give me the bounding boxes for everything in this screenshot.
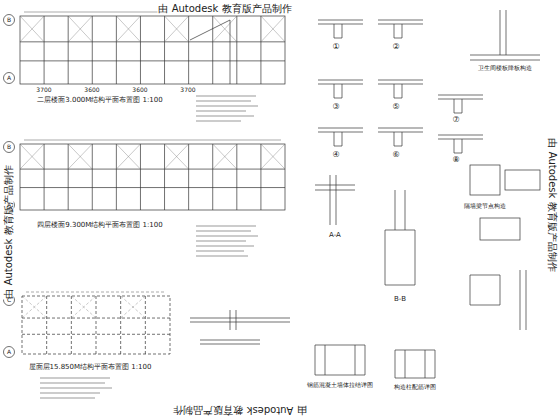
- detail-title: 钢筋混凝土墙体拉结详图: [306, 382, 374, 389]
- axis-label: A: [6, 202, 12, 209]
- callout-number: ⑤: [391, 103, 400, 112]
- detail-title: 卫生间楼板降板构造: [477, 65, 533, 72]
- axis-bubble: [4, 73, 15, 84]
- watermark: 由 Autodesk 教育版产品制作: [547, 137, 558, 272]
- dimension: 3600: [83, 87, 100, 94]
- dimension: 3600: [131, 87, 148, 94]
- callout-number: ②: [391, 43, 400, 52]
- axis-bubble: [4, 15, 15, 26]
- callout-number: ⑧: [451, 156, 460, 165]
- axis-label: B: [6, 144, 12, 151]
- callout-number: ①: [331, 43, 340, 52]
- callout-number: ⑦: [451, 116, 460, 125]
- notes-lines: [40, 96, 258, 398]
- axis-label: A: [6, 349, 12, 356]
- detail-title: B-B: [393, 296, 407, 304]
- roof-plan: [22, 292, 170, 354]
- section-details: [190, 10, 540, 378]
- plan-title: 屋面层15.850M结构平面布置图 1:100: [28, 364, 153, 372]
- watermark: 由 Autodesk 教育版产品制作: [157, 3, 292, 14]
- detail-sketch: [378, 20, 423, 38]
- detail-sketch: [318, 20, 363, 38]
- detail-title: A-A: [328, 232, 342, 240]
- axis-label: C: [6, 297, 12, 304]
- axis-label: B: [6, 17, 12, 24]
- detail-title: 隔墙梁节点构造: [463, 203, 507, 210]
- detail-sketch: [438, 95, 483, 113]
- detail-sketch: [318, 80, 363, 98]
- detail-sketch: [378, 80, 423, 98]
- axis-bubble: [4, 142, 15, 153]
- watermark: 由 Autodesk 教育版产品制作: [172, 405, 307, 416]
- detail-title: 构造柱配筋详图: [393, 384, 437, 391]
- plan-title: 二层楼面3.000M结构平面布置图 1:100: [36, 97, 163, 105]
- detail-sketch: [318, 128, 363, 146]
- callout-number: ⑥: [391, 151, 400, 160]
- watermark: 由 Autodesk 教育版产品制作: [3, 164, 14, 299]
- callout-number: ③: [331, 103, 340, 112]
- floor-plan: [20, 12, 285, 84]
- axis-bubble: [4, 347, 15, 358]
- detail-sketch: [378, 128, 423, 146]
- plan-title: 四层楼面9.300M结构平面布置图 1:100: [36, 222, 163, 230]
- dimension: 3700: [35, 87, 52, 94]
- detail-sketch: [438, 135, 483, 153]
- callout-number: ④: [331, 151, 340, 160]
- axis-label: A: [6, 75, 12, 82]
- floor-plan: [20, 140, 285, 210]
- dimension: 3700: [179, 87, 196, 94]
